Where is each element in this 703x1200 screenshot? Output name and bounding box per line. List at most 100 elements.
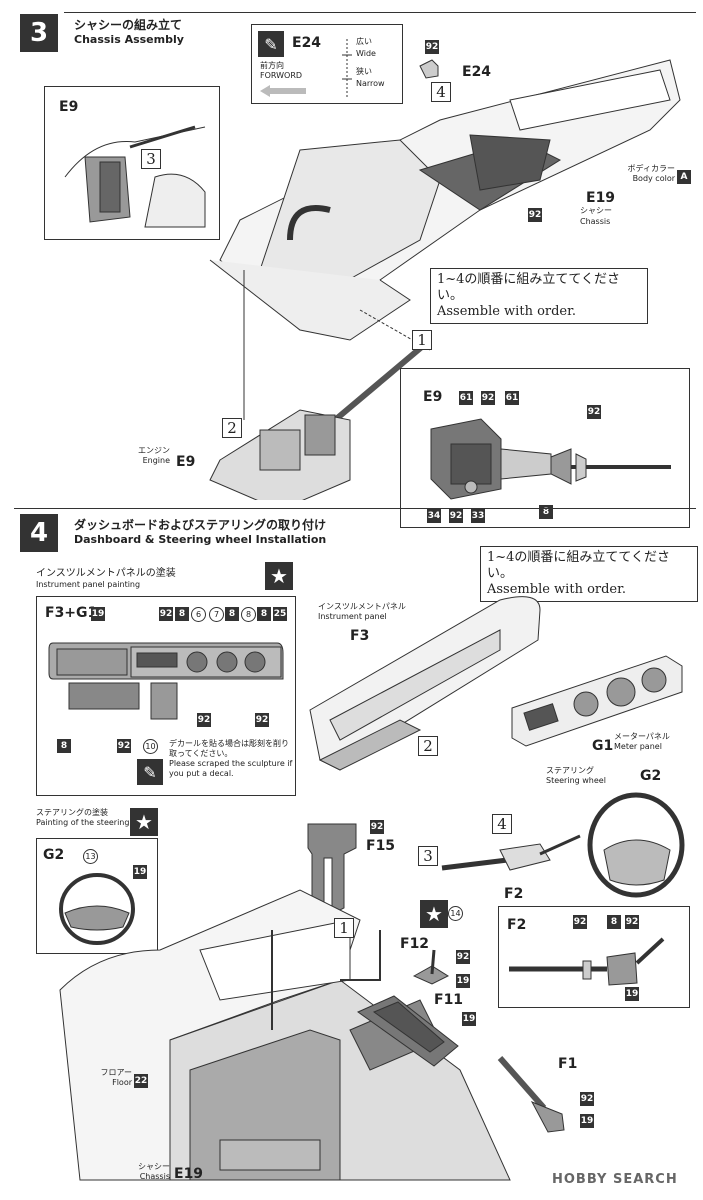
step-3-order-note: 1~4の順番に組み立ててください。 Assemble with order. — [430, 268, 648, 324]
f2-color-8: 8 — [607, 915, 621, 929]
steering-color-19: 19 — [133, 865, 147, 879]
shifter-drawing — [412, 949, 450, 985]
engine-label: エンジン Engine — [124, 446, 170, 466]
e9-inset-label: E9 — [59, 99, 79, 115]
f2-label: F2 — [504, 886, 524, 902]
chassis-en: Chassis — [580, 217, 611, 226]
panel-painting-label: F3+G1 — [45, 605, 98, 621]
panel-color-8c: 8 — [241, 607, 256, 622]
wide-en: Wide — [356, 49, 376, 58]
dash-order-2: 2 — [418, 736, 438, 756]
forward-en: FORWORD — [260, 71, 303, 80]
floor-order-1: 1 — [334, 918, 354, 938]
watermark: HOBBY SEARCH — [552, 1172, 678, 1187]
e9-inset-box: E9 3 — [44, 86, 220, 240]
chassis-e19-label: E19 — [174, 1166, 204, 1182]
panel-bottom-color-92c: 92 — [255, 713, 269, 727]
floor-color-22: 22 — [134, 1074, 148, 1088]
e24-direction-box: ✎ E24 前方向 FORWORD 広い Wide 狭い Narrow — [251, 24, 403, 104]
panel-color-7: 7 — [209, 607, 224, 622]
e9-detail-drawing — [430, 418, 671, 500]
floor-jp: フロアー — [100, 1068, 132, 1077]
engine-en: Engine — [142, 456, 170, 465]
steering-color-13: 13 — [83, 849, 98, 864]
instrument-panel-jp: インスツルメントパネル — [318, 602, 406, 611]
f12-color-14: 14 — [448, 906, 463, 921]
panel-color-8a: 8 — [175, 607, 189, 621]
chassis-en-4: Chassis — [139, 1172, 170, 1181]
meter-panel-jp: メーターパネル — [614, 732, 670, 741]
instrument-panel-label: インスツルメントパネル Instrument panel — [318, 602, 406, 622]
steering-column-drawing — [441, 834, 581, 871]
panel-bottom-color-8: 8 — [57, 739, 71, 753]
step-3-title-jp: シャシーの組み立て — [74, 18, 183, 32]
narrow-en: Narrow — [356, 79, 385, 88]
body-color-en: Body color — [632, 174, 675, 183]
f15-color-tag: 92 — [370, 820, 384, 834]
instrument-panel-drawing — [309, 596, 541, 771]
step-3-rule — [64, 12, 696, 13]
e24-label: E24 — [462, 64, 492, 80]
paint-brush-icon: ✎ — [258, 31, 284, 57]
wide-jp: 広い — [356, 37, 372, 46]
console-drawing — [356, 995, 459, 1067]
step-3-note-jp: 1~4の順番に組み立ててください。 — [437, 272, 621, 303]
meter-panel-en: Meter panel — [614, 742, 662, 751]
steering-wheel-drawing — [587, 792, 685, 898]
star-icon-3: ★ — [420, 900, 448, 928]
e9-shaft-color: 92 — [587, 405, 601, 419]
f12-label: F12 — [400, 936, 430, 952]
panel-painting-title-jp: インスツルメントパネルの塗装 — [36, 568, 176, 579]
step-3-number: 3 — [20, 14, 58, 52]
steering-painting-drawing — [59, 873, 135, 945]
instrument-panel-en: Instrument panel — [318, 612, 387, 621]
step-3-title: シャシーの組み立て Chassis Assembly — [74, 16, 184, 46]
e9-color-61a: 61 — [459, 391, 473, 405]
order-2-marker: 2 — [222, 418, 242, 438]
e24-color-tag: 92 — [425, 40, 439, 54]
f11-color-19: 19 — [462, 1012, 476, 1026]
e9-color-33: 33 — [471, 509, 485, 523]
steering-painting-en: Painting of the steering — [36, 818, 130, 827]
panel-color-8b: 8 — [225, 607, 239, 621]
meter-panel-label: メーターパネル Meter panel — [614, 732, 670, 752]
decal-brush-icon: ✎ — [137, 759, 163, 785]
narrow-jp: 狭い — [356, 67, 372, 76]
panel-color-92: 92 — [159, 607, 173, 621]
decal-note: デカールを貼る場合は彫刻を削り取ってください。 Please scraped t… — [169, 739, 293, 779]
e9-detail-label: E9 — [423, 389, 443, 405]
steering-jp: ステアリング — [546, 766, 594, 775]
panel-color-6: 6 — [191, 607, 206, 622]
g2-label: G2 — [640, 768, 662, 784]
dash-order-4: 4 — [492, 814, 512, 834]
order-4-marker: 4 — [431, 82, 451, 102]
floor-en: Floor — [112, 1078, 132, 1087]
handbrake-drawing — [497, 1056, 565, 1133]
step-4-number: 4 — [20, 514, 58, 552]
step-4-note-en: Assemble with order. — [487, 582, 627, 597]
chassis-jp-4: シャシー — [138, 1162, 170, 1171]
chassis-jp: シャシー — [580, 206, 612, 215]
e9-inset-drawing — [64, 125, 206, 228]
dimension-marks — [342, 39, 352, 99]
dash-order-3: 3 — [418, 846, 438, 866]
f2-color-92b: 92 — [625, 915, 639, 929]
panel-painting-title-en: Instrument panel painting — [36, 580, 141, 589]
f1-label: F1 — [558, 1056, 578, 1072]
steering-painting-title: ステアリングの塗装 Painting of the steering — [36, 808, 129, 828]
engine-jp: エンジン — [138, 446, 170, 455]
step-4-title-en: Dashboard & Steering wheel Installation — [74, 533, 327, 546]
step-divider — [14, 508, 696, 509]
chassis-drawing — [209, 59, 681, 500]
step-4-title-jp: ダッシュボードおよびステアリングの取り付け — [74, 518, 327, 532]
e9-color-34: 34 — [427, 509, 441, 523]
f12-color-92: 92 — [456, 950, 470, 964]
body-color-code: A — [677, 170, 691, 184]
panel-color-25: 25 — [273, 607, 287, 621]
decal-note-jp: デカールを貼る場合は彫刻を削り取ってください。 — [169, 739, 289, 758]
panel-color-8d: 8 — [257, 607, 271, 621]
f11-label: F11 — [434, 992, 464, 1008]
e9-color-92b: 92 — [449, 509, 463, 523]
forward-arrow-icon — [260, 85, 306, 97]
steering-painting-jp: ステアリングの塗装 — [36, 808, 108, 817]
